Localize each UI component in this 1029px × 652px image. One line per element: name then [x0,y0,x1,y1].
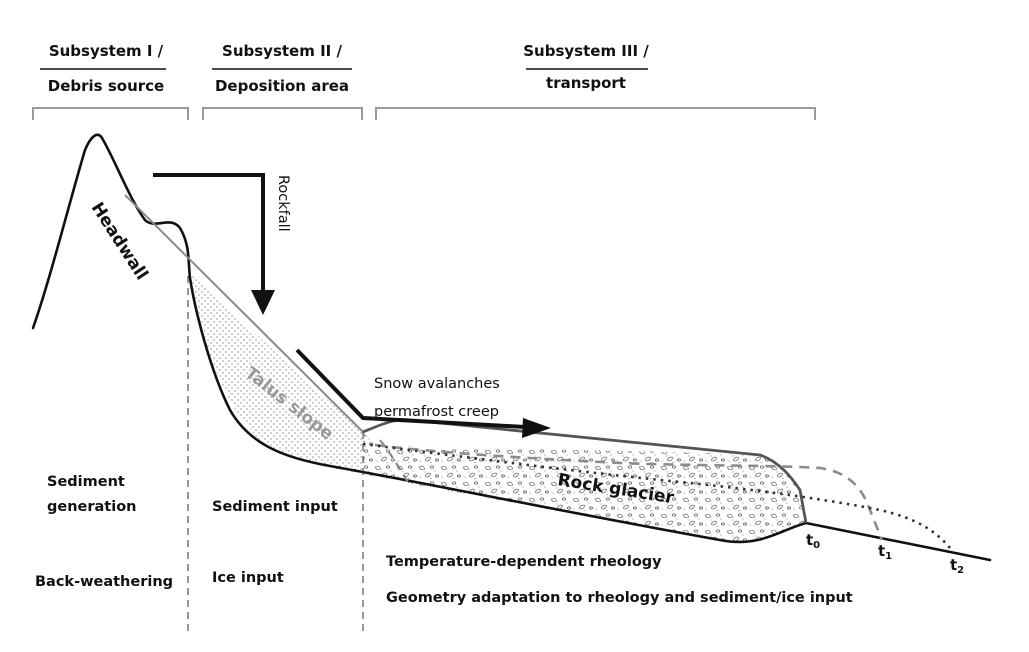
geometry-label: Geometry adaptation to rheology and sedi… [386,590,853,606]
avalanche-label-line1: Snow avalanches [374,376,500,392]
rheology-label: Temperature-dependent rheology [386,554,662,570]
subsystem-1-bracket [32,107,189,120]
rock-glacier-outline-t0 [362,418,808,524]
rock-glacier-outline-t2 [362,442,951,549]
subsystem-1-header: Subsystem I / Debris source [32,42,189,120]
rockfall-label: Rockfall [275,175,291,232]
subsystem-3-subtitle: transport [546,74,626,92]
rock-glacier-outline-t1 [374,443,884,541]
subsystem-3-bracket [375,107,816,120]
sediment-generation-line2: generation [47,499,137,515]
ice-input-label: Ice input [212,570,284,586]
rockfall-arrow [153,173,275,315]
subsystem-2-title: Subsystem II / [222,42,342,60]
rock-glacier-fill [363,432,806,543]
talus-fill [188,272,363,474]
talus-surface-line [124,194,364,433]
time-marker-t2: t2 [950,556,964,576]
subsystem-3-title: Subsystem III / [523,42,649,60]
avalanche-arrow [295,348,551,438]
sediment-generation-line1: Sediment [47,474,125,490]
avalanche-label-line2: permafrost creep [374,404,499,420]
time-marker-t1: t1 [878,542,892,562]
subsystem-2-subtitle: Deposition area [215,77,349,95]
subsystem-3-header: Subsystem III / transport [375,42,816,120]
subsystem-1-subtitle: Debris source [48,77,164,95]
back-weathering-label: Back-weathering [35,574,173,590]
sediment-input-label: Sediment input [212,499,338,515]
headwall-outline [31,133,992,562]
subsystem-1-title: Subsystem I / [49,42,164,60]
subsystem-2-bracket [202,107,363,120]
subsystem-2-header: Subsystem II / Deposition area [202,42,363,120]
time-marker-t0: t0 [806,531,820,551]
internal-dashed-line [379,439,411,486]
